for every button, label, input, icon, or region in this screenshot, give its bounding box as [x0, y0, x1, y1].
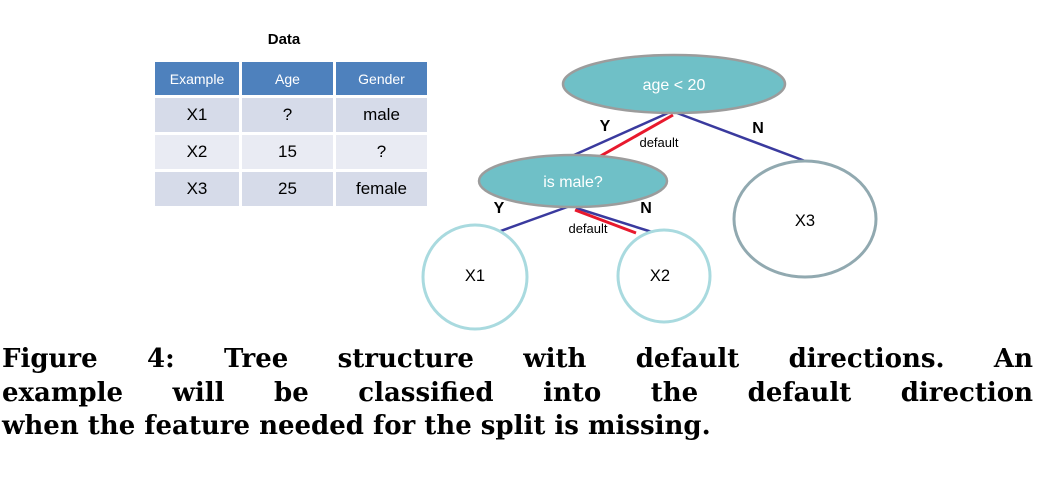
edge-root-default: [596, 113, 674, 160]
figure-caption: Figure 4: Tree structure with default di…: [2, 343, 1033, 444]
col-header-gender: Gender: [336, 62, 427, 95]
data-table: Example Age Gender X1 ? male X2 15 ? X3 …: [152, 59, 430, 209]
edge-root-yes: [573, 111, 669, 157]
node-label-x1: X1: [465, 267, 485, 285]
caption-line: when the feature needed for the split is…: [2, 411, 711, 441]
node-x2: [616, 228, 712, 324]
node-label-x3: X3: [795, 212, 815, 230]
table-header-row: Example Age Gender: [155, 62, 427, 95]
node-is-male: [477, 153, 669, 209]
decision-tree-diagram: age < 20 is male? X1 X2 X3 Y default N Y…: [421, 53, 878, 331]
node-label-ismale: is male?: [543, 174, 603, 191]
table-row: X1 ? male: [155, 98, 427, 132]
node-label-age: age < 20: [643, 77, 706, 94]
edge-ismale-default: [574, 208, 637, 235]
edge-label-root-n: N: [752, 120, 764, 137]
cell-example: X1: [155, 98, 239, 132]
cell-gender: ?: [336, 135, 427, 169]
caption-line: Figure 4: Tree structure with default di…: [2, 344, 1033, 374]
table-title: Data: [267, 31, 301, 48]
edge-label-ismale-y: Y: [494, 200, 505, 217]
cell-gender: female: [336, 172, 427, 206]
edge-label-ismale-default: default: [568, 221, 607, 236]
col-header-age: Age: [242, 62, 333, 95]
edge-ismale-no: [575, 206, 653, 234]
cell-age: ?: [242, 98, 333, 132]
cell-age: 25: [242, 172, 333, 206]
edge-label-ismale-n: N: [640, 200, 652, 217]
cell-age: 15: [242, 135, 333, 169]
node-age-lt-20: [561, 53, 787, 115]
caption-line: example will be classified into the defa…: [2, 377, 1033, 408]
cell-example: X2: [155, 135, 239, 169]
table-row: X2 15 ?: [155, 135, 427, 169]
node-x1: [421, 223, 529, 331]
edge-label-root-default: default: [639, 135, 678, 150]
node-x3: [732, 159, 878, 279]
edge-root-no: [676, 111, 814, 166]
node-label-x2: X2: [650, 267, 670, 285]
cell-example: X3: [155, 172, 239, 206]
col-header-example: Example: [155, 62, 239, 95]
table-row: X3 25 female: [155, 172, 427, 206]
edge-label-root-y: Y: [600, 118, 611, 135]
cell-gender: male: [336, 98, 427, 132]
